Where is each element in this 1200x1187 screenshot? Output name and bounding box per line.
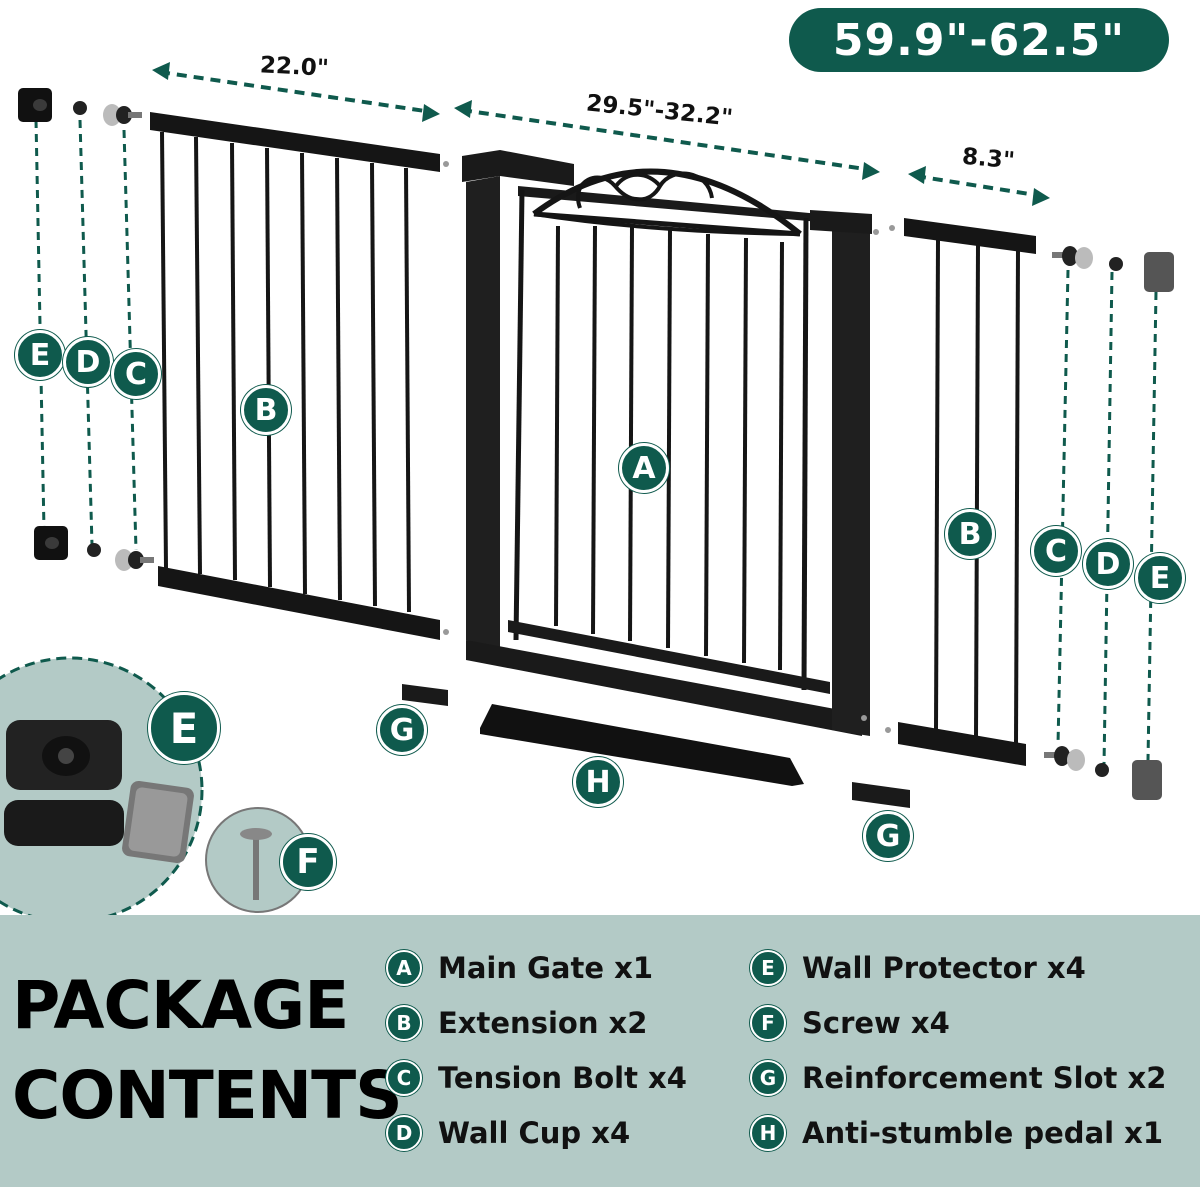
list-item: E Wall Protector x4 xyxy=(750,948,1086,988)
total-width-badge: 59.9"-62.5" xyxy=(789,8,1169,72)
tension-bolt-left-top xyxy=(103,104,142,126)
main-gate xyxy=(462,150,879,736)
wall-cup-right-bottom xyxy=(1095,763,1109,777)
tension-bolt-right-bottom xyxy=(1044,746,1085,771)
tension-bolt-left-bottom xyxy=(115,549,154,571)
list-item: C Tension Bolt x4 xyxy=(386,1058,687,1098)
product-diagram: 59.9"-62.5" 22.0" 29.5"-32.2" 8.3" E D C… xyxy=(0,8,1185,915)
dimension-right-extension: 8.3" xyxy=(960,143,1016,175)
gate-illustration xyxy=(0,62,1174,915)
badge-d-right: D xyxy=(1083,539,1133,589)
item-letter-badge: A xyxy=(386,950,422,986)
list-item: H Anti-stumble pedal x1 xyxy=(750,1113,1163,1153)
reinforcement-slot-left xyxy=(402,684,448,706)
list-item: B Extension x2 xyxy=(386,1003,647,1043)
item-label: Anti-stumble pedal x1 xyxy=(802,1116,1164,1150)
badge-g-right: G xyxy=(863,811,913,861)
badge-e-left: E xyxy=(15,330,65,380)
dimension-lines xyxy=(159,70,1043,198)
extension-panel-right xyxy=(885,218,1036,766)
extension-panel-left xyxy=(150,112,449,640)
item-label: Wall Protector x4 xyxy=(802,951,1086,985)
badge-h-pedal: H xyxy=(573,757,623,807)
badge-d-left: D xyxy=(63,337,113,387)
badge-e-inset: E xyxy=(148,692,220,764)
list-item: F Screw x4 xyxy=(750,1003,950,1043)
badge-a-main-gate: A xyxy=(619,443,669,493)
item-letter-badge: C xyxy=(386,1060,422,1096)
list-item: A Main Gate x1 xyxy=(386,948,653,988)
badge-g-left: G xyxy=(377,705,427,755)
item-letter-badge: D xyxy=(386,1115,422,1151)
list-item: D Wall Cup x4 xyxy=(386,1113,630,1153)
wall-protector-right-bottom xyxy=(1132,760,1162,800)
anti-stumble-pedal xyxy=(480,704,804,786)
tension-bolt-right-top xyxy=(1052,246,1093,269)
badge-e-right: E xyxy=(1135,553,1185,603)
wall-protector-right-top xyxy=(1144,252,1174,292)
item-label: Reinforcement Slot x2 xyxy=(802,1061,1167,1095)
item-letter-badge: E xyxy=(750,950,786,986)
item-letter-badge: F xyxy=(750,1005,786,1041)
item-letter-badge: G xyxy=(750,1060,786,1096)
badge-b-left: B xyxy=(241,385,291,435)
package-contents-panel: PACKAGE CONTENTS A Main Gate x1 B Extens… xyxy=(0,915,1200,1187)
dimension-left-extension: 22.0" xyxy=(259,52,330,82)
list-item: G Reinforcement Slot x2 xyxy=(750,1058,1166,1098)
package-title-line2: CONTENTS xyxy=(12,1057,403,1134)
detail-inset xyxy=(0,656,311,915)
wall-protector-left-bottom xyxy=(34,526,68,560)
badge-f-inset: F xyxy=(280,834,336,890)
item-letter-badge: B xyxy=(386,1005,422,1041)
arrow-heads xyxy=(152,62,1050,206)
badge-c-right: C xyxy=(1031,526,1081,576)
package-title-line1: PACKAGE xyxy=(12,967,349,1044)
item-label: Main Gate x1 xyxy=(438,951,653,985)
wall-cup-left-bottom xyxy=(87,543,101,557)
item-label: Wall Cup x4 xyxy=(438,1116,631,1150)
badge-b-right: B xyxy=(945,509,995,559)
hardware-guides-left xyxy=(34,119,1158,766)
reinforcement-slot-right xyxy=(852,782,910,808)
item-label: Extension x2 xyxy=(438,1006,648,1040)
wall-cup-right-top xyxy=(1109,257,1123,271)
item-label: Tension Bolt x4 xyxy=(438,1061,687,1095)
badge-c-left: C xyxy=(111,349,161,399)
item-label: Screw x4 xyxy=(802,1006,950,1040)
item-letter-badge: H xyxy=(750,1115,786,1151)
wall-cup-left-top xyxy=(73,101,87,115)
wall-protector-left-top xyxy=(18,88,52,122)
